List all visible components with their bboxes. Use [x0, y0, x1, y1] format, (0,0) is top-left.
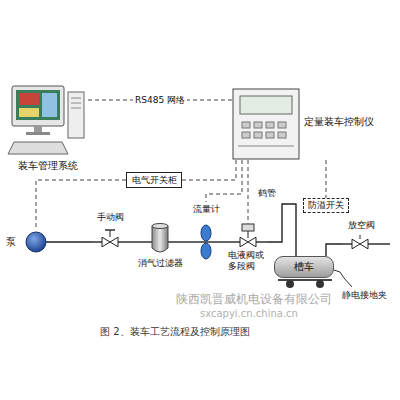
computer-node: 装车管理系统 [8, 84, 88, 174]
pipe-segment [92, 241, 102, 242]
panel-line [238, 146, 294, 147]
ground-leader [344, 278, 352, 287]
monitor-base [26, 132, 50, 135]
keypad-key [266, 122, 274, 128]
node-label: 放空阀 [348, 220, 375, 231]
pipe-segment [368, 243, 390, 244]
monitor [12, 86, 64, 126]
node-label: 手动阀 [97, 212, 124, 223]
flowmeter-rotor [201, 225, 211, 241]
filter-top [152, 224, 168, 229]
pc-tower [68, 92, 84, 138]
tank-truck: 槽车 [274, 256, 334, 278]
node-label: 槽车 [294, 260, 314, 274]
label-anchor: 图 2、装车工艺流程及控制原理图 [100, 326, 250, 338]
pipe-segment [136, 241, 152, 242]
control-line [326, 160, 327, 198]
keypad-key [254, 132, 262, 138]
switch-cabinet-box: 电气开关柜 [126, 172, 182, 188]
control-line [248, 160, 249, 224]
keyboard [8, 142, 68, 154]
edge-label: RS485 网络 [133, 95, 187, 106]
label-anchor: 陕西凯晋威机电设备有限公司 [176, 292, 332, 306]
valve-symbol [240, 237, 256, 247]
valve-stem [110, 230, 111, 237]
filter-body [152, 226, 168, 252]
pipe-segment [168, 241, 184, 242]
screen-window [42, 93, 57, 117]
control-valve-node: 电液阀或多段阀 [228, 224, 268, 276]
watermark: 陕西凯晋威机电设备有限公司 [176, 292, 332, 306]
valve-symbol [352, 239, 368, 249]
drive-slot [71, 108, 81, 109]
loading-arm [268, 204, 296, 256]
part-label: 静电接地夹 [342, 290, 387, 301]
node-label: 电气开关柜 [132, 174, 177, 187]
keypad-key [278, 132, 286, 138]
vent-valve-node: 放空阀 [342, 220, 392, 254]
pipe-segment [342, 243, 352, 244]
valve-stem [360, 235, 361, 239]
figure-caption: 图 2、装车工艺流程及控制原理图 [100, 326, 250, 338]
screen-window [19, 93, 39, 105]
pipe-segment [256, 241, 268, 242]
truck-wheel [316, 280, 324, 288]
control-line [36, 180, 126, 230]
node-label: 消气过滤器 [138, 258, 183, 269]
part-label: 鹤管 [258, 188, 276, 199]
monitor-stand [34, 126, 42, 132]
pipeline [184, 241, 190, 242]
node-label: 装车管理系统 [18, 160, 78, 172]
label-anchor: 静电接地夹 [342, 290, 387, 301]
node-label: 定量装车控制仪 [304, 116, 374, 128]
keypad-key [242, 122, 250, 128]
vent-pipe [326, 244, 342, 256]
pipe-segment [228, 241, 240, 242]
screen-window [19, 108, 39, 117]
controller-display [240, 96, 292, 114]
pipeline [222, 241, 228, 242]
control-line [206, 160, 242, 202]
pipe-segment [118, 241, 128, 242]
ground-clamp [334, 270, 344, 278]
valve-handle [105, 229, 115, 230]
pipeline [128, 241, 136, 242]
keypad-key [278, 122, 286, 128]
controller-node: 定量装车控制仪 [232, 88, 378, 160]
controller-cabinet [233, 89, 299, 159]
flowmeter-rotor [201, 243, 211, 259]
node-label: 防溢开关 [308, 199, 344, 212]
node-label: 流量计 [193, 204, 220, 215]
keypad-key [242, 132, 250, 138]
label-anchor: 鹤管 [258, 188, 276, 199]
node-label: 泵 [6, 236, 16, 248]
flowmeter-node: 流量计 [190, 202, 222, 264]
keypad-key [254, 122, 262, 128]
label-anchor: sxcapyi.cn.china.cn [200, 308, 298, 320]
valve-stem [248, 231, 249, 238]
filter-node: 消气过滤器 [136, 218, 184, 274]
overfill-switch-box: 防溢开关 [303, 198, 349, 213]
label-anchor: RS485 网络 [133, 95, 187, 106]
valve-actuator [242, 224, 254, 231]
pipe-segment [190, 241, 222, 242]
valve-symbol [102, 237, 118, 247]
node-label: 电液阀或多段阀 [228, 250, 268, 272]
truck-chassis [278, 279, 332, 281]
control-line [182, 160, 236, 180]
pipeline [48, 241, 92, 242]
manual-valve-node: 手动阀 [92, 212, 128, 252]
pump-symbol [26, 232, 46, 252]
watermark: sxcapyi.cn.china.cn [200, 308, 298, 320]
pump-node: 泵 [6, 230, 48, 256]
screen [16, 90, 60, 120]
keypad-key [266, 132, 274, 138]
drive-slot [71, 103, 81, 104]
drive-slot [71, 98, 81, 99]
truck-wheel [286, 280, 294, 288]
